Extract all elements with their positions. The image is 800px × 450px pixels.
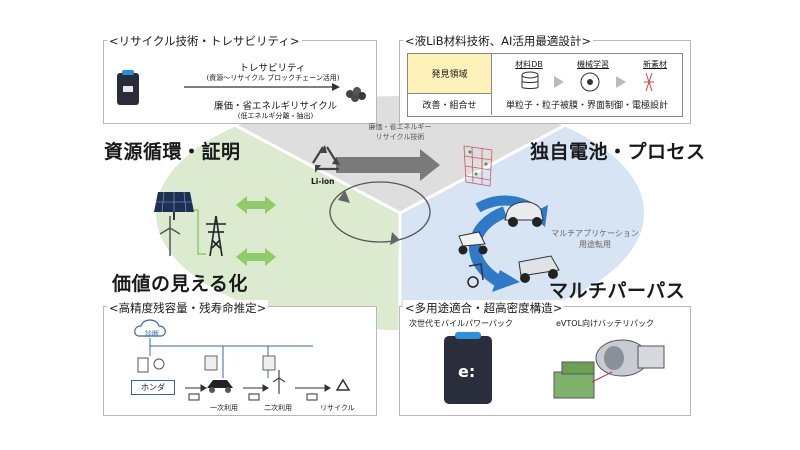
second-use-label: 二次利用 <box>264 404 292 412</box>
recycle-arrow <box>336 149 440 181</box>
power-tower-icon <box>206 215 226 257</box>
evtol-pack-label: eVTOL向けバッテリパック <box>556 319 655 328</box>
scooter-icon <box>458 231 488 255</box>
cloud-icon <box>134 319 166 337</box>
battery-glyph-2 <box>248 393 260 401</box>
trace-label: トレサビリティ <box>239 63 306 74</box>
battery-material-icon <box>463 145 493 187</box>
trace-sub: (資源～リサイクル ブロックチェーン活用) <box>206 74 340 82</box>
life-estimation-heading: <高精度残容量・残寿命推定> <box>107 300 269 316</box>
recycle-liion-icon <box>312 145 340 173</box>
document-icon <box>204 355 218 371</box>
mobility-vehicles <box>458 201 560 288</box>
battery-pack-icon <box>117 70 139 105</box>
pack-logo: e: <box>458 362 476 381</box>
value-title: 価値の見える化 <box>112 273 248 295</box>
battery-glyph <box>188 393 200 401</box>
wind-turbine-icon <box>159 216 181 256</box>
life-estimation-panel <box>103 306 377 416</box>
material-table: 発見領域 改善・組合せ 単粒子・粒子被膜・界面制御・電極設計 材料DB 機械学習… <box>407 53 683 117</box>
ev-car-icon <box>207 380 233 393</box>
step-machine-learning: 機械学習 <box>577 60 609 69</box>
li-ion-label: Li-ion <box>311 177 335 186</box>
battery-module-icon <box>553 371 595 399</box>
recycle-sub: (低エネルギ分離・抽出) <box>237 112 314 120</box>
multi-purpose-heading: <多用途適合・超高密度構造> <box>403 300 565 316</box>
ai-flow-icons <box>521 71 654 92</box>
wheelchair-icon <box>467 263 484 288</box>
step-new-material: 新素材 <box>643 60 667 69</box>
diagnosis-label: 診断 <box>145 330 159 338</box>
lifecycle-flow <box>134 319 351 401</box>
database-icon <box>521 71 539 89</box>
phone-icon <box>137 357 149 373</box>
wind-turbine-small-icon <box>272 370 286 394</box>
evtol-battery-image <box>553 339 665 399</box>
resource-title: 資源循環・証明 <box>104 141 241 163</box>
recycle-tech-label: 廉価・省エネルギー リサイクル技術 <box>368 123 432 141</box>
discovery-cell: 発見領域 <box>408 54 492 94</box>
improve-cell: 改善・組合せ <box>408 94 492 115</box>
document-icon-2 <box>262 355 276 371</box>
turbine-engine-icon <box>595 339 665 377</box>
recycle-end-label: リサイクル <box>320 404 355 412</box>
cycle-ring <box>329 181 431 243</box>
battery-glyph-3 <box>306 393 318 401</box>
step-arrow-icon <box>554 76 564 88</box>
crystal-structure-icon <box>644 72 654 92</box>
first-use-label: 一次利用 <box>210 404 238 412</box>
improve-detail: 単粒子・粒子被膜・界面制御・電極設計 <box>505 101 668 111</box>
step-material-db: 材料DB <box>515 60 543 69</box>
recycle-label: 廉価・省エネルギリサイクル <box>213 101 338 112</box>
material-pellets-icon <box>346 87 366 102</box>
mobile-power-pack-image: e: <box>444 332 492 404</box>
utility-vehicle-icon <box>518 255 560 283</box>
ai-brain-icon <box>580 72 600 92</box>
multi-title: マルチパーパス <box>549 280 686 302</box>
material-ai-heading: <液LiB材料技術、AI活用最適設計> <box>403 33 594 49</box>
trace-arrow <box>184 83 340 91</box>
recycle-trace-panel <box>103 40 377 124</box>
recycle-icon <box>335 378 351 391</box>
renewable-energy-icon <box>154 191 226 257</box>
honda-box: ホンダ <box>131 380 175 395</box>
mobile-pack-label: 次世代モバイルパワーパック <box>409 319 513 328</box>
battery-title: 独自電池・プロセス <box>530 141 706 163</box>
ai-head-icon <box>153 358 165 370</box>
recycle-trace-heading: <リサイクル技術・トレサビリティ> <box>107 33 302 49</box>
green-arrows <box>236 196 276 266</box>
multi-app-label: マルチアプリケーション 用途転用 <box>551 229 639 249</box>
step-arrow-icon-2 <box>616 76 626 88</box>
micro-ev-icon <box>504 201 544 227</box>
